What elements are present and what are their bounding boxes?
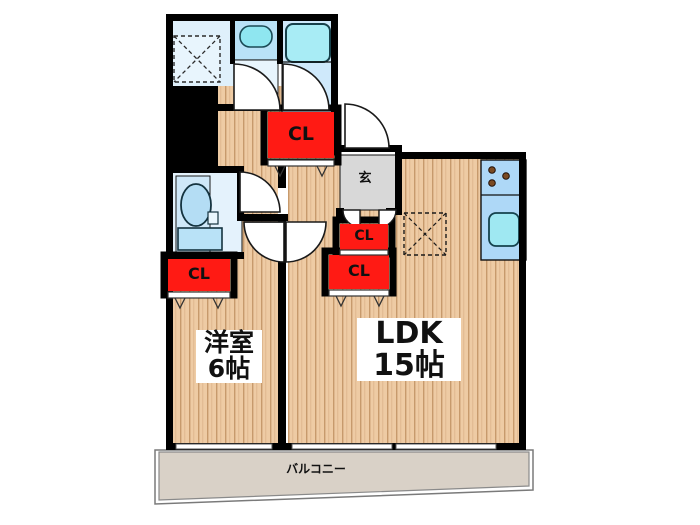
room-label-balcony: バルコニー [286,462,346,476]
kitchen-counter [480,159,527,261]
closet-washitsu [168,259,230,291]
storage-dashed-box [403,212,447,256]
closet-bath-hall [268,112,334,158]
closet-direction-arrows [174,165,385,310]
closet-hall-upper [340,224,388,250]
windows [175,443,497,450]
closets [168,112,389,291]
balcony-area [154,449,534,505]
room-label-washitsu: 洋室 6帖 [196,329,262,383]
toilet-room [171,171,243,257]
room-label-ldk: LDK 15帖 [357,318,461,381]
closet-hall-lower [329,255,389,289]
closet-door-fronts [167,159,390,299]
door-swings [233,63,397,263]
room-label-genkan: 玄 [358,171,372,186]
